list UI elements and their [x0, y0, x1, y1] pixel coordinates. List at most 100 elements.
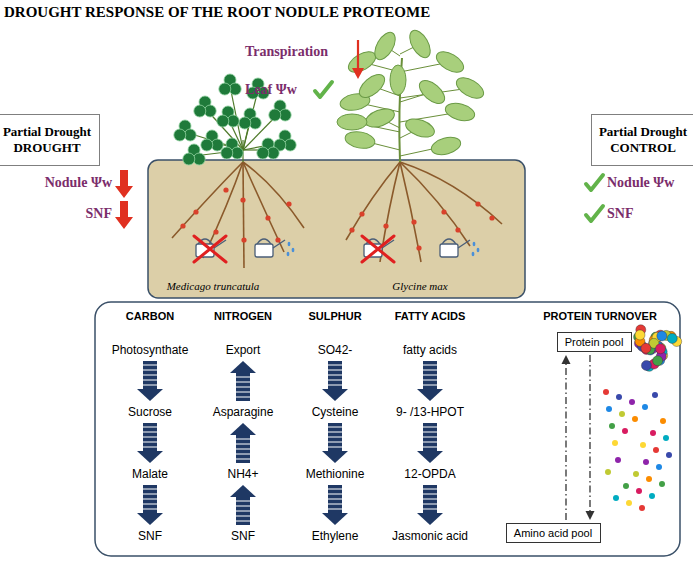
arrow-stripe: [328, 370, 342, 371]
node-text: Cysteine: [312, 405, 359, 419]
arrow-stripe: [236, 397, 250, 398]
node-text: fatty acids: [403, 343, 457, 357]
arrow-stripe: [328, 447, 342, 448]
arrow-stripe: [423, 427, 437, 428]
arrow-stripe: [236, 387, 250, 388]
protein-bead: [657, 331, 667, 341]
flux-arrow: [137, 361, 163, 401]
arrowhead: [322, 513, 348, 525]
arrowhead: [322, 389, 348, 401]
arrow-shaft: [328, 423, 342, 451]
soybean-plant: [337, 27, 487, 162]
arrow-stripe: [423, 447, 437, 448]
flux-arrow: [417, 423, 443, 463]
arrowhead: [137, 389, 163, 401]
pathway-step: Asparagine: [210, 404, 277, 420]
leaflet: [257, 147, 269, 159]
decrease-arrow: [352, 40, 364, 79]
arrow-shaft: [143, 485, 157, 513]
leaflet: [183, 153, 195, 165]
arrow-stripe: [143, 494, 157, 495]
species-name: Glycine max: [392, 280, 447, 292]
pathway-step: 9- /13-HPOT: [393, 404, 468, 420]
protein-bead: [667, 333, 677, 343]
node-text: Ethylene: [312, 529, 359, 543]
flux-arrow: [322, 423, 348, 463]
amino-acid: [609, 423, 615, 429]
nodules: [180, 187, 494, 250]
flux-arrow: [417, 485, 443, 525]
amino-acid: [643, 459, 649, 465]
column-heading: PROTEIN TURNOVER: [543, 310, 657, 322]
status-label: Nodule Ψw: [607, 175, 674, 191]
protein-bead: [635, 330, 645, 340]
arrow-stripe: [328, 437, 342, 438]
no-water-cross: [194, 236, 394, 262]
turnover-arrow: [562, 355, 571, 520]
amino-acid: [606, 406, 612, 412]
arrow-shaft: [328, 361, 342, 389]
amino-acid: [660, 418, 666, 424]
arrow-stripe: [423, 380, 437, 381]
node-text: NH4+: [227, 467, 258, 481]
flux-arrow: [322, 361, 348, 401]
leaf: [337, 114, 367, 130]
amino-acid: [622, 428, 628, 434]
arrow-stripe: [423, 375, 437, 376]
arrow-stripe: [236, 511, 250, 512]
arrow-stripe: [236, 439, 250, 440]
leaf: [415, 76, 448, 108]
pathway-step: SNF: [228, 528, 258, 544]
arrow-stripe: [328, 504, 342, 505]
arrowhead: [230, 361, 256, 373]
arrow-stripe: [423, 509, 437, 510]
species-name: Medicago truncatula: [167, 280, 260, 292]
amino-acid: [612, 440, 618, 446]
amino-acids: [603, 389, 672, 511]
arrow-stripe: [143, 437, 157, 438]
arrow-stripe: [236, 444, 250, 445]
amino-acid: [652, 392, 658, 398]
turnover-arrow: [586, 355, 595, 520]
node-text: SNF: [231, 529, 255, 543]
arrow-stripe: [143, 499, 157, 500]
leaf: [371, 29, 400, 63]
arrow-stripe: [423, 499, 437, 500]
status-label: SNF: [607, 206, 633, 222]
pathway-step: fatty acids: [400, 342, 461, 358]
leaf: [345, 48, 379, 77]
status-label: SNF: [86, 206, 112, 222]
arrow-stripe: [423, 437, 437, 438]
arrow-stripe: [423, 385, 437, 386]
pathway-step: 12-OPDA: [401, 466, 459, 482]
arrow-shaft: [423, 361, 437, 389]
amino-acid: [613, 495, 619, 501]
leaf: [390, 65, 406, 95]
node-text: SO42-: [318, 343, 353, 357]
arrow-stripe: [143, 427, 157, 428]
amino-acid: [633, 471, 639, 477]
arrow-shaft: [423, 423, 437, 451]
flux-arrow: [322, 485, 348, 525]
pathway-step: Cysteine: [309, 404, 362, 420]
amino-acid: [629, 399, 635, 405]
status-label: Nodule Ψw: [45, 175, 112, 191]
pathway-step: Ethylene: [309, 528, 362, 544]
node-text: 9- /13-HPOT: [396, 405, 464, 419]
amino-acid: [626, 500, 632, 506]
diagram-title: DROUGHT RESPONSE OF THE ROOT NODULE PROT…: [4, 4, 430, 21]
node-text: Asparagine: [213, 405, 274, 419]
amino-acid: [646, 476, 652, 482]
condition-box: Partial DroughtCONTROL: [591, 114, 693, 166]
pathway-step: Methionine: [303, 466, 368, 482]
flux-arrow: [417, 361, 443, 401]
condition-box: Partial DroughtDROUGHT: [0, 114, 100, 166]
node-text: DROUGHT: [13, 140, 80, 156]
arrow-stripe: [423, 489, 437, 490]
medicago-plant: [174, 74, 296, 165]
pathway-step: Malate: [129, 466, 172, 482]
arrow-shaft: [423, 485, 437, 513]
amino-acid: [616, 394, 622, 400]
decrease-arrow: [115, 170, 133, 229]
arrow-stripe: [328, 509, 342, 510]
